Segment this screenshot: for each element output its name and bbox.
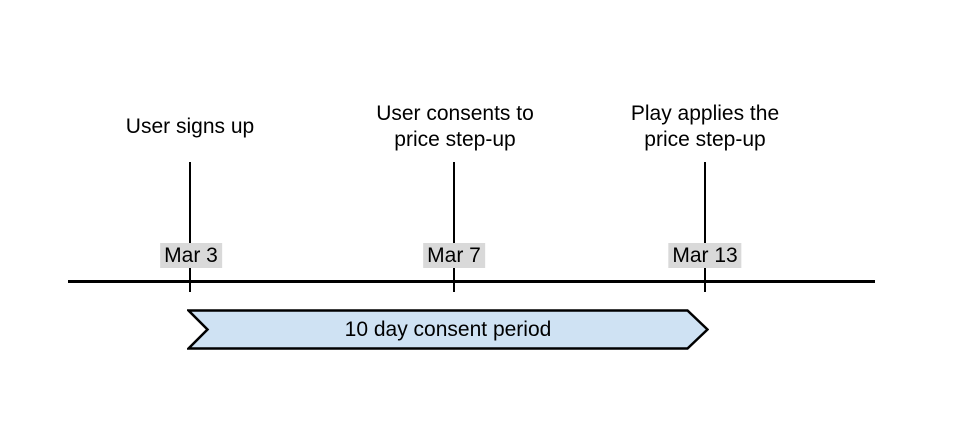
event-title-line: price step-up	[394, 128, 516, 151]
event-date-mar7: Mar 7	[423, 243, 485, 268]
event-title-line: Play applies the	[630, 102, 780, 125]
event-title-line: User signs up	[125, 115, 255, 138]
event-date-mar3: Mar 3	[160, 243, 222, 268]
event-tick-mar7	[452, 162, 456, 292]
ribbon-label: 10 day consent period	[344, 318, 552, 341]
event-tick-mar3	[188, 162, 192, 292]
ribbon-polygon	[187, 309, 709, 350]
event-title-user-signs-up: User signs up	[75, 95, 305, 159]
timeline-axis	[68, 280, 875, 283]
event-tick-mar13	[703, 162, 707, 292]
event-title-play-applies: Play applies the price step-up	[590, 95, 820, 159]
event-title-line: price step-up	[644, 128, 766, 151]
event-date-mar13: Mar 13	[668, 243, 742, 268]
ribbon-shape	[187, 309, 709, 350]
event-title-user-consents: User consents to price step-up	[340, 95, 570, 159]
event-title-line: User consents to	[376, 102, 534, 125]
consent-period-ribbon: 10 day consent period	[187, 309, 709, 350]
